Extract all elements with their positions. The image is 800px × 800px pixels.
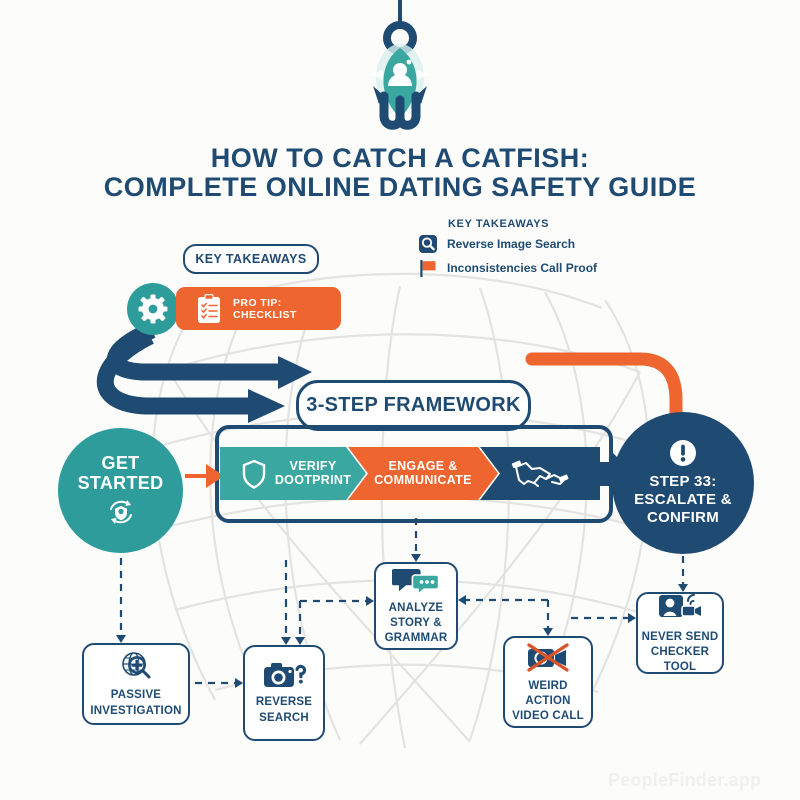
refresh-shield-icon xyxy=(106,497,136,527)
framework-title-badge: 3-STEP FRAMEWORK xyxy=(296,380,531,431)
speech-bubbles-icon xyxy=(392,566,440,596)
start-node-label: GET STARTED xyxy=(77,452,164,493)
start-node: GET STARTED xyxy=(58,428,183,553)
key-takeaways-badge: KEY TAKEAWAYS xyxy=(183,244,319,274)
end-node: STEP 33: ESCALATE & CONFIRM xyxy=(612,412,754,554)
framework-step-handshake xyxy=(480,447,600,500)
person-video-icon xyxy=(657,591,703,625)
legend-item-label: Inconsistencies Call Proof xyxy=(447,261,598,275)
shield-icon xyxy=(241,459,267,489)
clipboard-checklist-icon xyxy=(194,293,224,325)
legend: KEY TAKEAWAYS Reverse Image Search Incon… xyxy=(418,218,628,278)
legend-item-inconsistencies: Inconsistencies Call Proof xyxy=(418,258,628,278)
page-title-line1: HOW TO CATCH A CATFISH: xyxy=(210,143,590,173)
framework-step-verify: VERIFY DOOTPRINT xyxy=(220,447,366,500)
camera-question-icon xyxy=(262,660,306,690)
pro-tip-label: PRO TIP: CHECKLIST xyxy=(233,296,297,321)
page-title-line2: COMPLETE ONLINE DATING SAFETY GUIDE xyxy=(103,172,697,202)
framework-step-label: ENGAGE & COMMUNICATE xyxy=(374,459,472,487)
legend-title: KEY TAKEAWAYS xyxy=(448,218,550,230)
pro-tip-checklist-banner: PRO TIP: CHECKLIST xyxy=(176,287,341,330)
framework-step-engage: ENGAGE & COMMUNICATE xyxy=(348,447,498,500)
flag-icon xyxy=(418,258,440,278)
framework-title: 3-STEP FRAMEWORK xyxy=(306,394,521,416)
globe-magnifier-icon xyxy=(118,649,154,683)
exclamation-circle-icon xyxy=(669,439,697,467)
framework-step-label: VERIFY DOOTPRINT xyxy=(274,459,352,487)
handshake-icon xyxy=(510,457,570,491)
no-video-call-icon xyxy=(524,640,572,674)
legend-item-label: Reverse Image Search xyxy=(447,237,576,251)
gear-icon xyxy=(127,283,179,335)
magnifier-icon xyxy=(418,234,440,254)
legend-item-reverse-image-search: Reverse Image Search xyxy=(418,234,628,254)
key-takeaways-badge-label: KEY TAKEAWAYS xyxy=(195,252,307,266)
framework-steps: VERIFY DOOTPRINT ENGAGE & COMMUNICATE xyxy=(220,447,600,500)
end-node-label: STEP 33: ESCALATE & CONFIRM xyxy=(634,473,732,526)
watermark: PeopleFinder.app xyxy=(608,770,762,790)
